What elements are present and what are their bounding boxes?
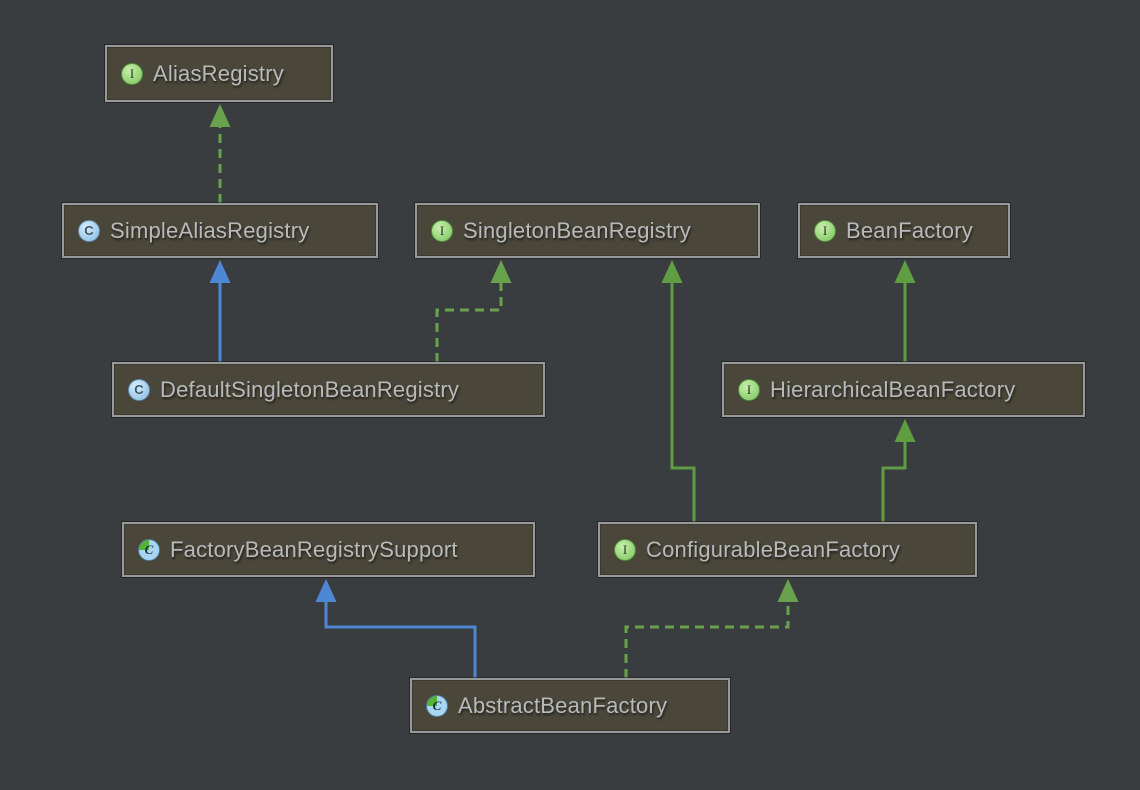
interface-icon: I xyxy=(431,219,453,242)
arrowhead-icon xyxy=(490,260,512,283)
arrowhead-icon xyxy=(209,104,231,127)
interface-icon: I xyxy=(814,219,836,242)
arrowhead-icon xyxy=(209,260,231,283)
abstract-class-icon: C xyxy=(426,694,448,717)
node-label: ConfigurableBeanFactory xyxy=(646,536,901,562)
edge-implements-default-singleton-bean-registry-to-singleton-bean-registry xyxy=(435,281,503,362)
edge-extends-configurable-bean-factory-to-hierarchical-bean-factory xyxy=(881,440,907,522)
node-label: DefaultSingletonBeanRegistry xyxy=(160,376,460,402)
node-simple-alias-registry[interactable]: C SimpleAliasRegistry xyxy=(62,203,378,258)
node-label: BeanFactory xyxy=(846,217,973,243)
arrowhead-icon xyxy=(777,579,799,602)
interface-icon: I xyxy=(121,62,143,85)
class-icon: C xyxy=(78,219,100,242)
node-abstract-bean-factory[interactable]: C AbstractBeanFactory xyxy=(410,678,730,733)
node-singleton-bean-registry[interactable]: I SingletonBeanRegistry xyxy=(415,203,760,258)
node-alias-registry[interactable]: I AliasRegistry xyxy=(105,45,333,102)
interface-icon: I xyxy=(738,378,760,401)
edge-implements-abstract-bean-factory-to-configurable-bean-factory xyxy=(624,600,790,678)
node-label: FactoryBeanRegistrySupport xyxy=(170,536,458,562)
arrowhead-icon xyxy=(894,260,916,283)
edge-extends-configurable-bean-factory-to-singleton-bean-registry xyxy=(670,281,696,522)
node-label: SingletonBeanRegistry xyxy=(463,217,692,243)
node-label: AliasRegistry xyxy=(153,60,284,86)
node-label: HierarchicalBeanFactory xyxy=(770,376,1016,402)
arrowhead-icon xyxy=(315,579,337,602)
edge-extends-abstract-bean-factory-to-factory-bean-registry-support xyxy=(324,600,477,678)
class-icon: C xyxy=(128,378,150,401)
node-default-singleton-bean-registry[interactable]: C DefaultSingletonBeanRegistry xyxy=(112,362,545,417)
arrowhead-icon xyxy=(661,260,683,283)
abstract-class-icon: C xyxy=(138,538,160,561)
node-bean-factory[interactable]: I BeanFactory xyxy=(798,203,1010,258)
arrowhead-icon xyxy=(894,419,916,442)
node-label: AbstractBeanFactory xyxy=(458,692,668,718)
node-factory-bean-registry-support[interactable]: C FactoryBeanRegistrySupport xyxy=(122,522,535,577)
node-label: SimpleAliasRegistry xyxy=(110,217,310,243)
node-hierarchical-bean-factory[interactable]: I HierarchicalBeanFactory xyxy=(722,362,1085,417)
interface-icon: I xyxy=(614,538,636,561)
node-configurable-bean-factory[interactable]: I ConfigurableBeanFactory xyxy=(598,522,977,577)
